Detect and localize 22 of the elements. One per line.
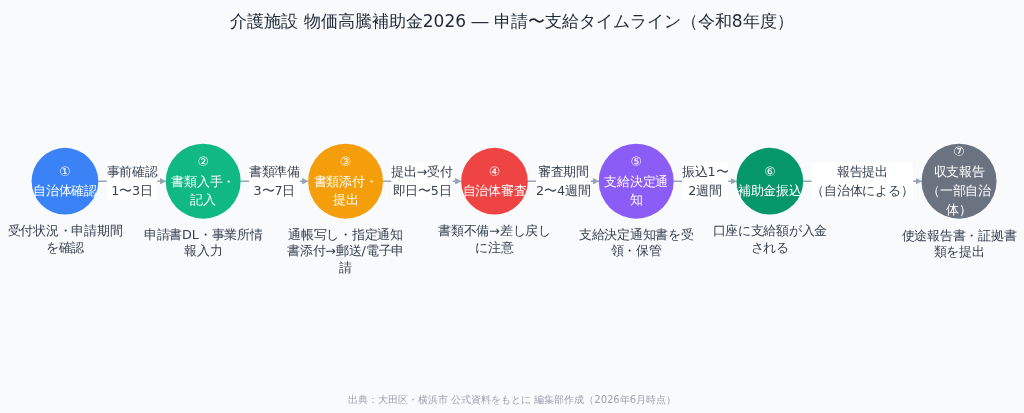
node-circle: ① 自治体確認: [31, 147, 99, 215]
node-circle: ⑤ 支給決定通知: [598, 143, 674, 219]
edge-label: 書類準備3〜7日: [248, 163, 300, 198]
step-description: 申請書DL・事業所情報入力: [143, 225, 264, 259]
node-circle: ③ 書類添付・提出: [308, 143, 384, 219]
edge-label: 報告提出（自治体による）: [811, 163, 914, 198]
node-circle: ⑦ 収支報告（一部自治体）: [921, 143, 997, 219]
edge-label: 事前確認1〜3日: [106, 163, 158, 198]
edge-label: 提出→受付即日〜5日: [391, 163, 453, 198]
edge-label: 振込1〜2週間: [681, 163, 729, 198]
step-description: 受付状況・申請期間を確認: [6, 221, 124, 255]
step-description: 通帳写し・指定通知書添付→郵送/電子申請: [286, 225, 405, 276]
step-description: 使途報告書・証拠書類を提出: [900, 226, 1018, 260]
step-description: 口座に支給額が入金される: [711, 221, 829, 255]
edge-label: 審査期間2〜4週間: [536, 163, 591, 198]
node-circle: ② 書類入手・記入: [165, 143, 241, 219]
node-circle: ⑥ 補助金振込: [736, 147, 804, 215]
step-description: 支給決定通知書を受領・保管: [577, 225, 695, 259]
source-caption: 出典：大田区・横浜市 公式資料をもとに 編集部作成（2026年6月時点）: [347, 393, 677, 407]
diagram-title: 介護施設 物価高騰補助金2026 ― 申請〜支給タイムライン（令和8年度）: [230, 10, 794, 33]
node-circle: ④ 自治体審査: [461, 147, 528, 215]
step-description: 書類不備→差し戻しに注意: [437, 221, 552, 255]
